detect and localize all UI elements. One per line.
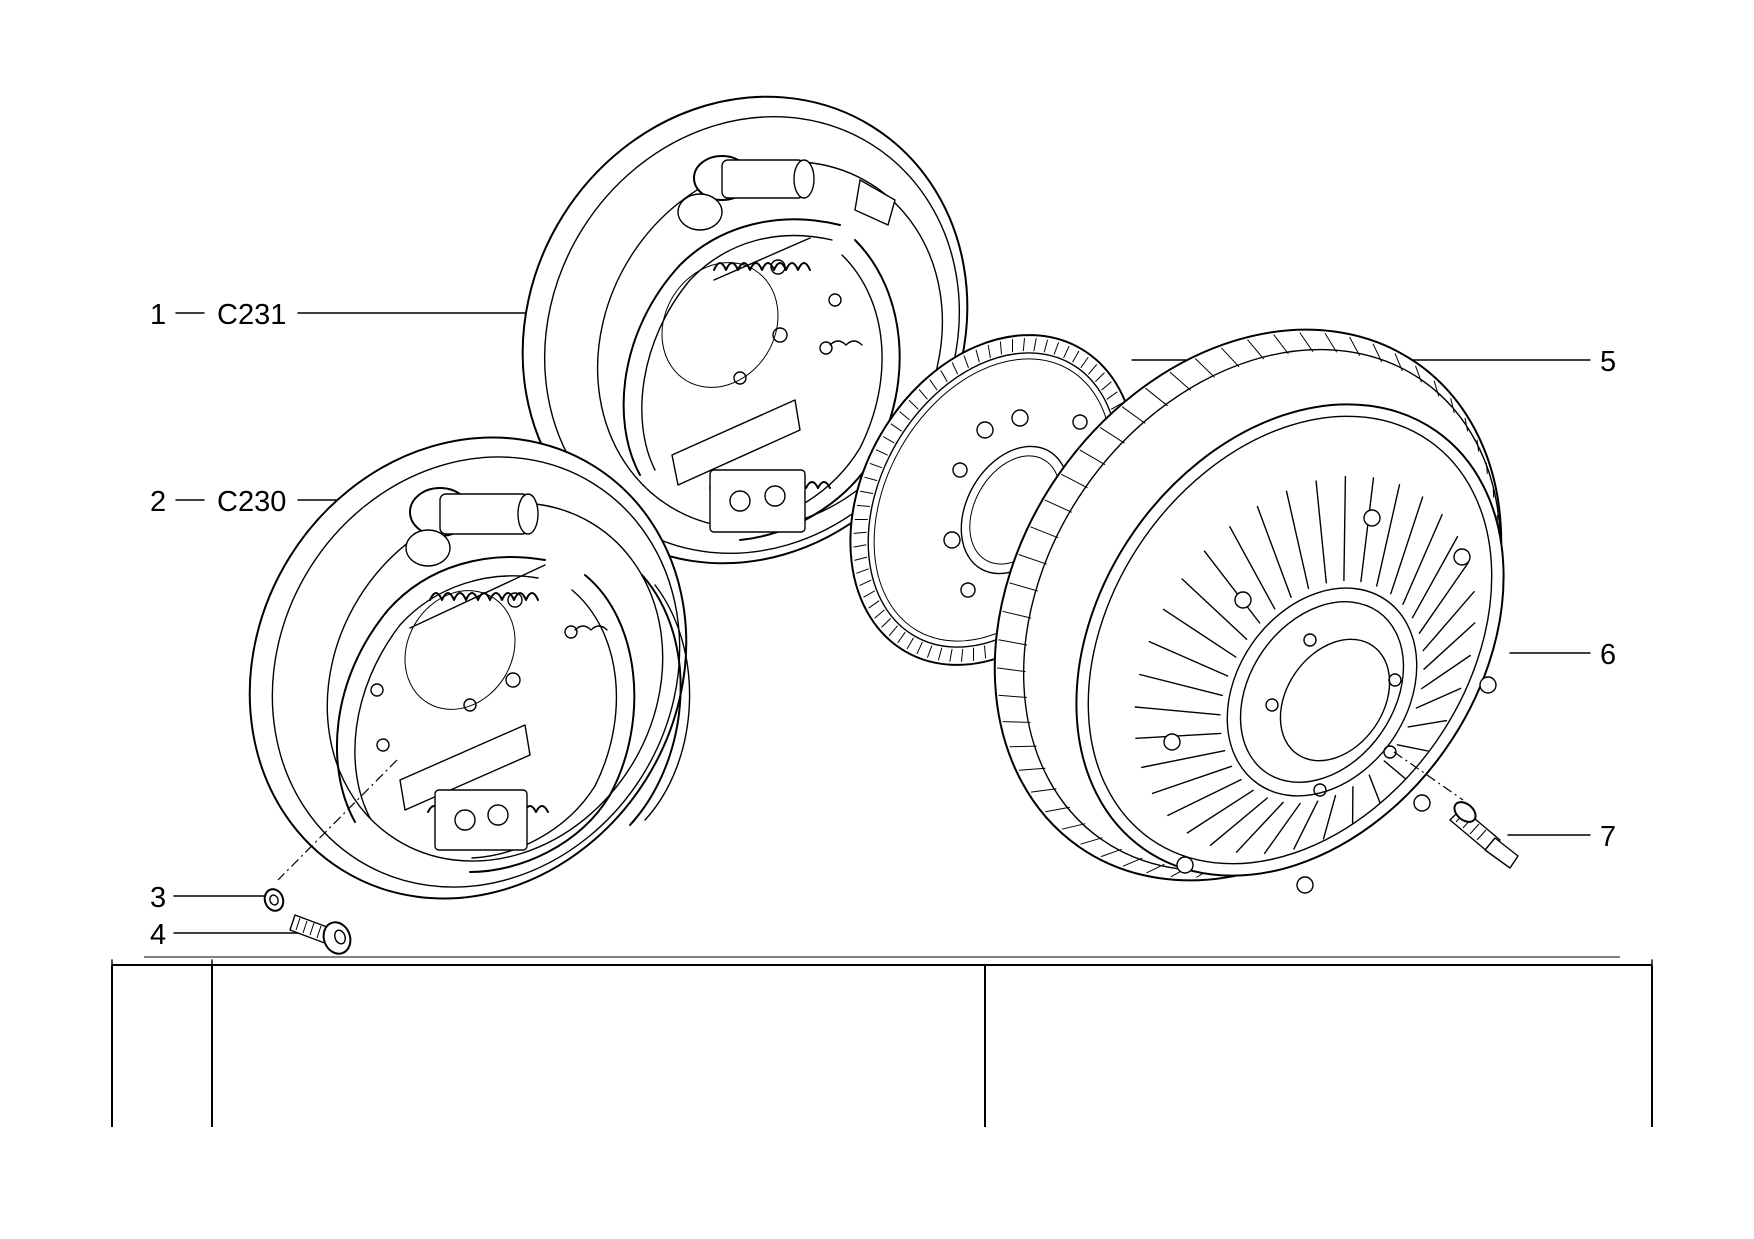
brake-drum [993,328,1505,894]
callout-1-number: 1 [150,299,166,331]
callout-2-number: 2 [150,486,166,518]
callout-2: 2 C230 [150,486,368,518]
callout-3: 3 [150,882,267,914]
title-block-frame [111,956,1653,1127]
callout-5-number: 5 [1600,346,1616,378]
callout-1: 1 C231 [150,299,541,331]
brake-assembly-upper [521,95,969,565]
brake-assembly-lower [248,436,691,900]
callout-4: 4 [150,919,313,951]
callout-6-number: 6 [1600,639,1616,671]
callout-3-number: 3 [150,882,166,914]
socket-head-bolt [289,914,352,955]
callout-7-number: 7 [1600,821,1616,853]
washer [263,888,285,912]
callout-2-code: C230 [217,486,286,518]
callout-4-number: 4 [150,919,166,951]
callout-7: 7 [1507,821,1616,853]
wheel-stud [1449,801,1519,869]
callout-6: 6 [1509,639,1616,671]
callout-1-code: C231 [217,299,286,331]
